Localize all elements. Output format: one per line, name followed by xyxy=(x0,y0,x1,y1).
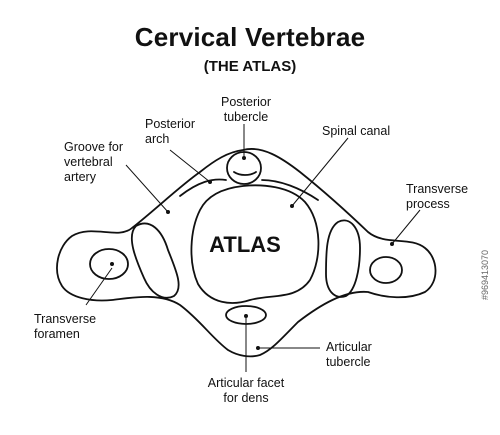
leader-groove xyxy=(125,164,169,213)
posterior-arch-line xyxy=(179,178,227,197)
posterior-arch-line-right xyxy=(261,179,319,201)
leader-spinal-canal xyxy=(291,137,349,207)
dot-posterior-arch xyxy=(208,180,212,184)
label-articular-facet-dens: Articular facet for dens xyxy=(207,376,285,405)
leader-transverse-process xyxy=(391,209,421,245)
atlas-outline xyxy=(56,148,437,358)
leader-transverse-foramen xyxy=(85,267,113,306)
leader-posterior-arch xyxy=(169,149,211,183)
spinal-canal xyxy=(190,184,320,304)
label-posterior-arch: Posterior arch xyxy=(145,117,196,146)
left-lateral-mass xyxy=(131,222,180,299)
dot-articular-facet xyxy=(244,314,248,318)
dot-spinal-canal xyxy=(290,204,294,208)
diagram-subtitle: (THE ATLAS) xyxy=(203,58,297,75)
stock-image-id: #969413070 xyxy=(480,249,490,300)
tubercle-detail xyxy=(233,171,257,176)
dot-groove xyxy=(166,210,170,214)
label-transverse-process: Transverse process xyxy=(406,182,469,211)
diagram-title: Cervical Vertebrae xyxy=(134,22,366,52)
right-lateral-mass xyxy=(325,219,361,298)
label-posterior-tubercle: Posterior tubercle xyxy=(220,95,272,124)
dot-transverse-process xyxy=(390,242,394,246)
dot-posterior-tubercle xyxy=(242,156,246,160)
right-transverse-foramen xyxy=(369,256,403,284)
dot-transverse-foramen xyxy=(110,262,114,266)
label-groove-vertebral-artery: Groove for vertebral artery xyxy=(64,140,124,184)
label-spinal-canal: Spinal canal xyxy=(322,124,391,138)
left-transverse-foramen xyxy=(89,248,129,280)
atlas-center-label: ATLAS xyxy=(209,232,281,257)
label-transverse-foramen: Transverse foramen xyxy=(34,312,97,341)
label-articular-tubercle: Articular tubercle xyxy=(326,340,372,369)
dot-articular-tubercle xyxy=(256,346,260,350)
